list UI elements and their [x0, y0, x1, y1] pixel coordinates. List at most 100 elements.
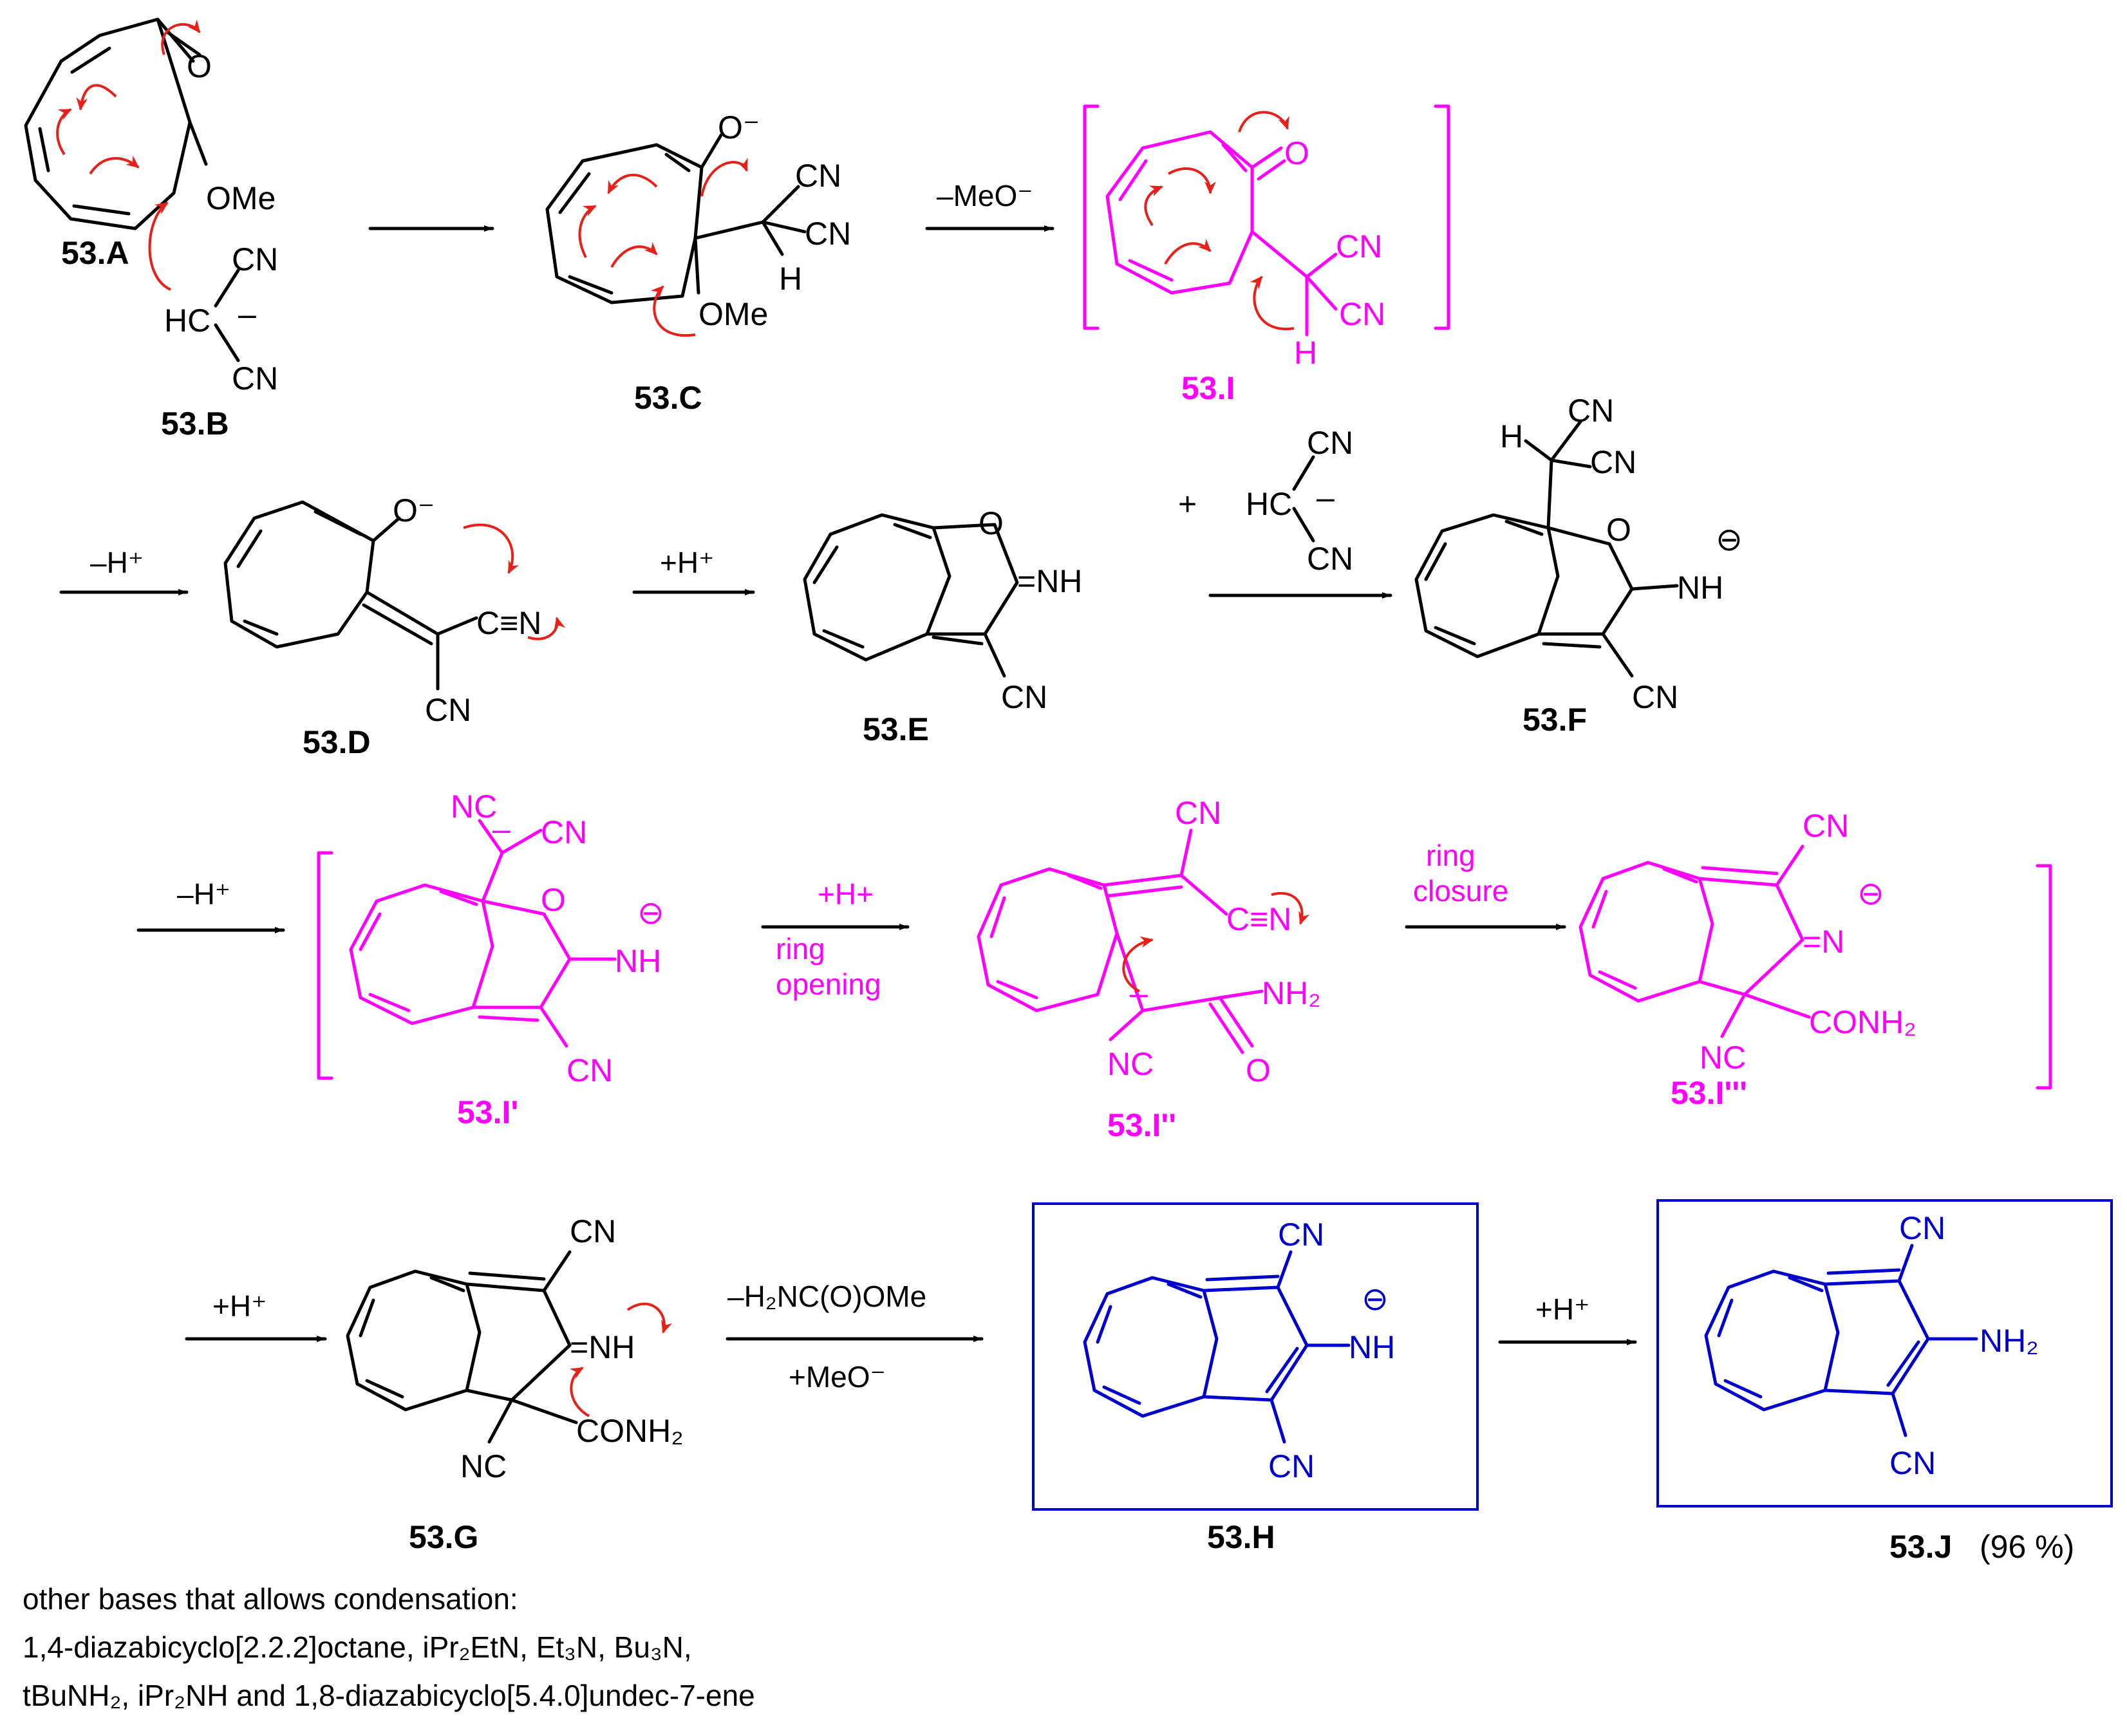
atom-CN: CN: [1278, 1217, 1324, 1253]
atom-O: O: [541, 882, 566, 918]
atom-CN: CN: [1590, 444, 1636, 480]
charge-minus: ⊖: [1362, 1281, 1389, 1317]
label-53I-prime: 53.I': [457, 1094, 518, 1130]
atom-CN: CN: [1307, 425, 1353, 461]
atom-NH2: NH₂: [1980, 1323, 2039, 1359]
atom-NC: NC: [451, 789, 497, 825]
atom-CN: CN: [1336, 229, 1382, 265]
atom-NH: NH: [615, 943, 661, 979]
atom-HC: HC: [164, 303, 211, 339]
arrow-label: opening: [776, 967, 881, 1001]
plus-sign: +: [1178, 486, 1197, 522]
product-box: [1656, 1199, 2113, 1507]
intermediate-53I-triple-prime: CN =N ⊖ NC CONH₂: [1579, 808, 2052, 1090]
note-line-3: tBuNH₂, iPr₂NH and 1,8-diazabicyclo[5.4.…: [23, 1679, 755, 1712]
arrow-label: +MeO⁻: [789, 1360, 886, 1394]
label-53A: 53.A: [61, 235, 129, 271]
atom-CN: CN: [1001, 679, 1047, 715]
atom-CN: CN: [232, 360, 278, 397]
intermediate-53I-double-prime: CN C≡N – NC NH₂ O: [977, 795, 1321, 1088]
atom-NH: NH: [1677, 570, 1723, 606]
atom-eqNH: =NH: [1017, 563, 1082, 599]
atom-NH: NH: [1349, 1329, 1395, 1365]
atom-H: H: [1500, 418, 1523, 454]
atom-minus: –: [1130, 975, 1148, 1011]
label-53B: 53.B: [161, 406, 229, 442]
atom-eqN: =N: [1803, 924, 1844, 960]
atom-O: O: [1284, 135, 1309, 171]
atom-CONH2: CONH₂: [1809, 1004, 1916, 1040]
product-box: [1032, 1202, 1479, 1511]
compound-53F: O H CN CN NH ⊖ CN: [1414, 393, 1743, 715]
arrow-label: closure: [1413, 874, 1508, 908]
atom-CN: CN: [1568, 393, 1614, 429]
atom-H: H: [779, 261, 802, 297]
atom-CN: CN: [1268, 1448, 1315, 1484]
atom-CN: CN: [1899, 1210, 1945, 1246]
charge-minus: ⊖: [1857, 875, 1884, 911]
atom-CN: CN: [425, 692, 471, 728]
atom-CN: CN: [795, 158, 841, 194]
note-line-2: 1,4-diazabicyclo[2.2.2]octane, iPr₂EtN, …: [23, 1630, 692, 1664]
atom-CN-triple: C≡N: [1226, 901, 1291, 937]
arrow-label: ring: [1426, 839, 1476, 872]
atom-minus: –: [492, 811, 511, 847]
label-53I-double-prime: 53.I'': [1107, 1107, 1176, 1143]
reagent-malononitrile-anion: HC – CN CN: [1246, 425, 1353, 577]
arrow-label: –H₂NC(O)OMe: [727, 1280, 926, 1313]
atom-CN: CN: [1307, 541, 1353, 577]
label-53F: 53.F: [1523, 702, 1587, 738]
atom-CN: CN: [232, 241, 278, 277]
atom-HC: HC: [1246, 486, 1292, 522]
atom-minus: –: [1316, 480, 1335, 516]
compound-53D: O⁻ C≡N CN: [223, 492, 566, 728]
atom-CN-triple: C≡N: [476, 605, 541, 641]
atom-H: H: [1294, 335, 1317, 371]
atom-NH2: NH₂: [1262, 975, 1321, 1011]
atom-CN: CN: [541, 814, 587, 850]
atom-NC: NC: [1107, 1046, 1154, 1082]
atom-CN: CN: [567, 1052, 613, 1088]
atom-CN: CN: [1339, 296, 1385, 332]
atom-CN: CN: [1175, 795, 1221, 831]
arrow-label: +H+: [818, 877, 874, 911]
atom-CN: CN: [570, 1213, 616, 1249]
compound-53E: O =NH CN: [803, 505, 1082, 715]
atom-CONH2: CONH₂: [576, 1413, 684, 1449]
atom-CN: CN: [1632, 679, 1678, 715]
compound-53H: CN NH ⊖ CN: [1032, 1202, 1479, 1511]
compound-53B: HC – CN CN: [164, 241, 278, 397]
atom-eqNH: =NH: [570, 1329, 635, 1365]
atom-minus: –: [238, 296, 256, 332]
atom-NC: NC: [460, 1448, 507, 1484]
arrow-label: –MeO⁻: [937, 179, 1033, 212]
label-53E: 53.E: [863, 711, 929, 747]
charge-minus: ⊖: [637, 895, 664, 931]
atom-O: O: [187, 48, 212, 84]
arrow-label: +H⁺: [660, 546, 714, 579]
atom-O: O: [979, 505, 1004, 541]
atom-O: O: [1246, 1052, 1271, 1088]
arrow-label: ring: [776, 932, 825, 966]
label-53I-triple-prime: 53.I''': [1671, 1075, 1747, 1111]
compound-53G: CN =NH NC CONH₂: [346, 1213, 684, 1484]
label-53H: 53.H: [1207, 1519, 1275, 1555]
compound-53J: CN NH₂ CN: [1656, 1199, 2113, 1507]
arrow-label: +H⁺: [1535, 1293, 1589, 1326]
atom-NC: NC: [1700, 1040, 1746, 1076]
compound-53A: O OMe: [24, 17, 276, 291]
note-line-1: other bases that allows condensation:: [23, 1582, 518, 1616]
label-53D: 53.D: [303, 724, 371, 760]
atom-CN: CN: [805, 216, 851, 252]
atom-OMe: OMe: [698, 296, 768, 332]
atom-OMe: OMe: [206, 180, 276, 216]
atom-CN: CN: [1889, 1445, 1936, 1481]
charge-minus: ⊖: [1716, 521, 1743, 557]
arrow-label: +H⁺: [212, 1289, 267, 1323]
intermediate-53I-prime: O NC CN – NH ⊖ CN: [317, 789, 664, 1088]
arrow-label: –H⁺: [90, 546, 144, 579]
compound-53C: O⁻ CN CN H OMe: [545, 109, 851, 337]
label-53C: 53.C: [634, 380, 702, 416]
yield-label: (96 %): [1980, 1529, 2074, 1565]
